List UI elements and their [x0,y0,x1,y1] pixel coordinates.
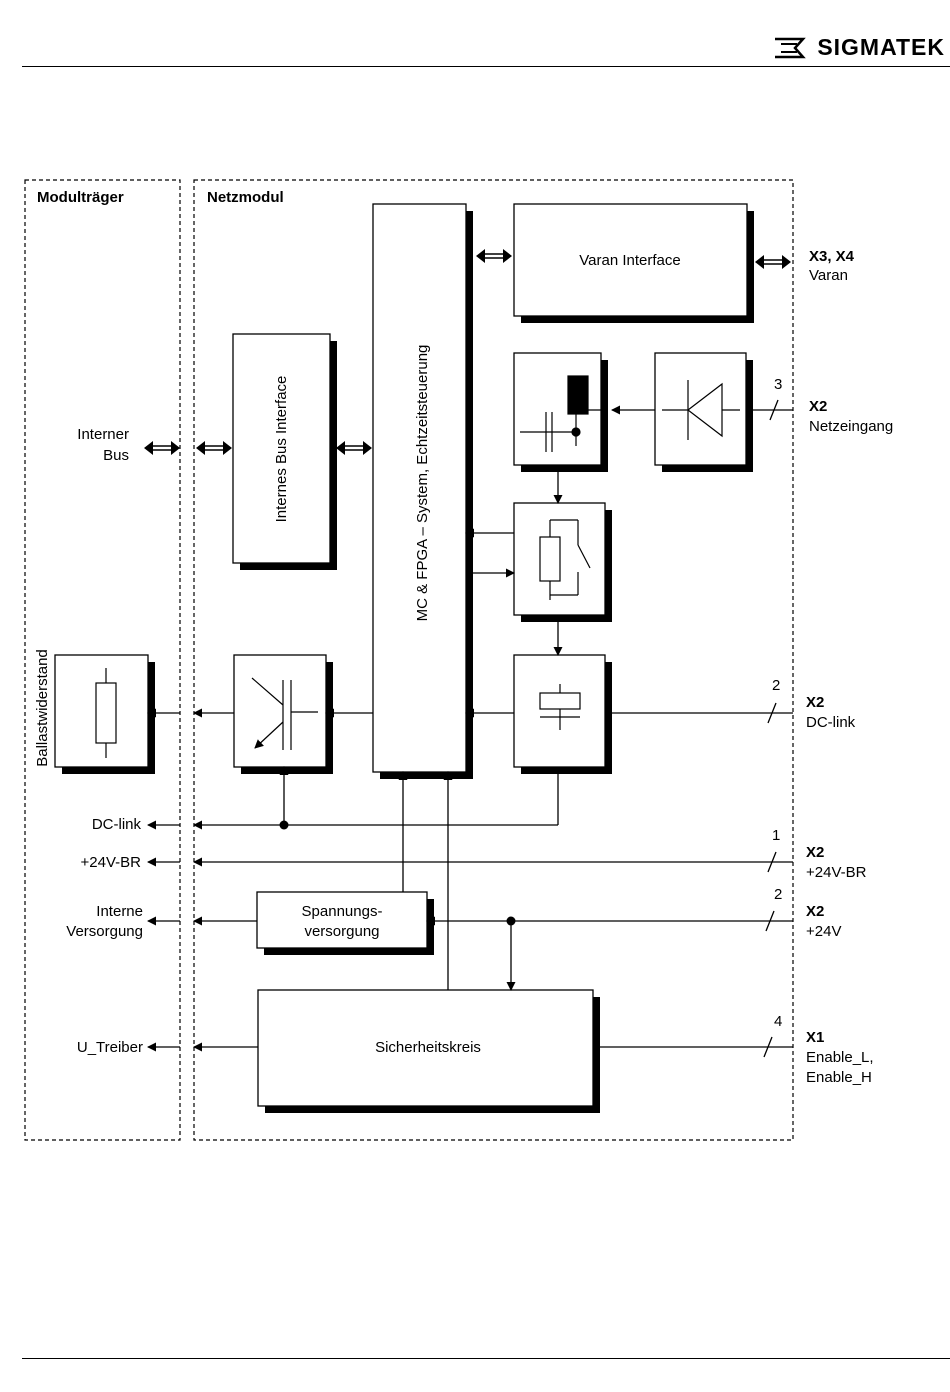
brake-transistor-block [233,654,327,768]
varan-interface-block [513,203,748,317]
v24-connector: X2 [806,903,824,920]
relay-icon [539,519,591,600]
dc-link-right-label: DC-link [806,714,856,731]
junction-dot [279,820,289,830]
mc-fpga-label: MC & FPGA – System, Echtzeitsteuerung [414,345,431,622]
brake-transistor-icon [251,677,318,750]
x3x4-connector: X3, X4 [809,248,855,265]
netzeingang-wire-count: 3 [774,376,782,393]
ballastwiderstand-label: Ballastwiderstand [34,649,51,767]
v24-br-right-label: +24V-BR [806,864,867,881]
varan-interface-label: Varan Interface [579,252,680,269]
netzeingang-label: Netzeingang [809,418,893,435]
interner-bus-label-1: Interner [77,426,129,443]
interner-bus-label-2: Bus [103,447,129,464]
header-rule [22,66,950,67]
page-header: SIGMATEK [0,0,950,70]
dc-link-capacitor-icon [539,684,581,730]
v24-br-connector: X2 [806,844,824,861]
moduletraeger-frame [24,179,181,1141]
spannungsversorgung-label-1: Spannungs- [302,903,383,920]
v24-br-left-label: +24V-BR [81,854,142,871]
spannungsversorgung-block [256,891,428,949]
x1-wire-count: 4 [774,1013,782,1030]
capacitor-icon [520,375,608,452]
spannungsversorgung-label-2: versorgung [304,923,379,940]
v24-right-label: +24V [806,923,841,940]
interne-versorgung-label-2: Versorgung [66,923,143,940]
u-treiber-label: U_Treiber [77,1039,143,1056]
netzmodul-frame [193,179,794,1141]
sigmatek-logo-icon [775,37,807,58]
internes-bus-interface-block [232,333,331,564]
dc-link-connector: X2 [806,694,824,711]
varan-label: Varan [809,267,848,284]
v24-br-wire-count: 1 [772,827,780,844]
netzeingang-connector: X2 [809,398,827,415]
enable-l-label: Enable_L, [806,1049,874,1066]
diode-icon [662,380,740,440]
resistor-icon [95,682,117,744]
v24-wire-count: 2 [774,886,782,903]
x1-connector: X1 [806,1029,824,1046]
sicherheitskreis-label: Sicherheitskreis [375,1039,481,1056]
interne-versorgung-label-1: Interne [96,903,143,920]
internes-bus-interface-label: Internes Bus Interface [273,376,290,523]
moduletraeger-title: Modulträger [37,189,124,206]
sicherheitskreis-block [257,989,594,1107]
brand-name: SIGMATEK [817,34,945,60]
footer-rule [22,1358,950,1359]
netzmodul-title: Netzmodul [207,189,284,206]
junction-dot [506,916,516,926]
sigmatek-logo: SIGMATEK [773,34,945,61]
enable-h-label: Enable_H [806,1069,872,1086]
dc-link-left-label: DC-link [92,816,142,833]
mc-fpga-block [372,203,467,773]
dc-link-wire-count: 2 [772,677,780,694]
